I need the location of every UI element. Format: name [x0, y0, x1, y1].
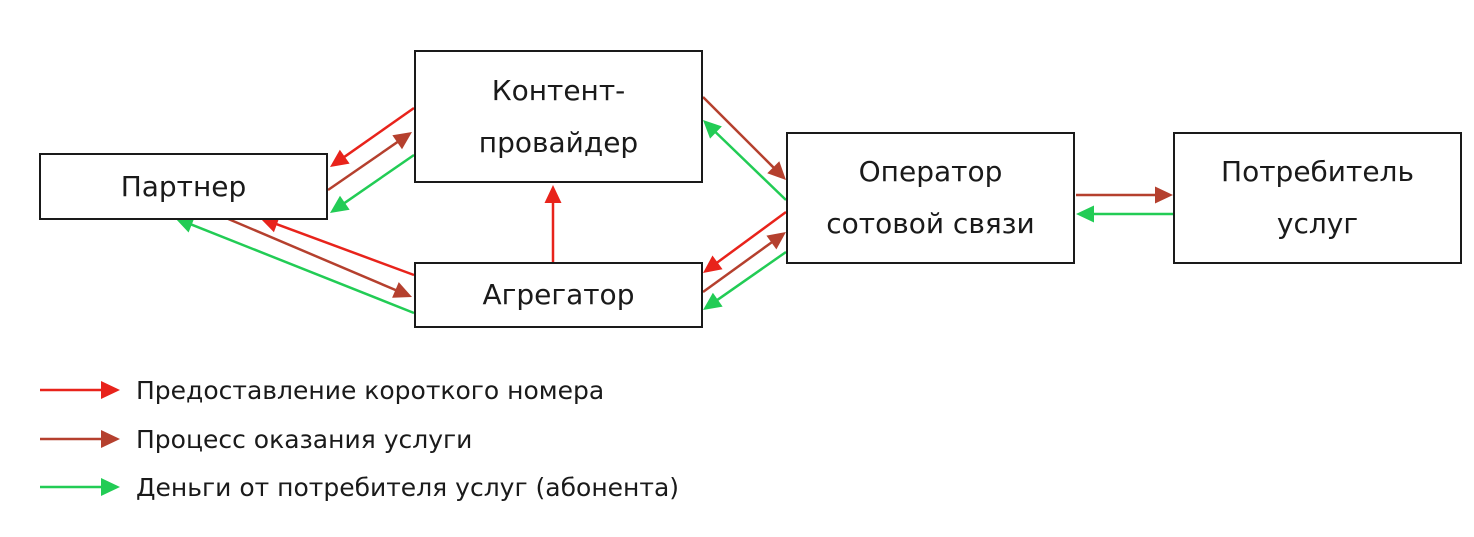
arrow-line — [715, 210, 787, 265]
arrow-head — [767, 161, 786, 180]
arrow-content-provider-to-partner-money — [330, 153, 415, 213]
node-aggregator: Агрегатор — [414, 262, 703, 328]
arrow-line — [713, 130, 787, 201]
legend-item-short-number: Предоставление короткого номера — [38, 375, 604, 405]
arrow-head — [1076, 205, 1094, 223]
arrow-head — [392, 282, 412, 298]
arrow-head — [330, 195, 350, 213]
arrow-aggregator-to-partner-money — [175, 216, 415, 315]
arrow-head — [330, 149, 350, 167]
arrow-line — [327, 140, 400, 192]
arrow-operator-to-aggregator-money — [703, 250, 787, 310]
arrow-operator-to-content-provider-money — [703, 120, 787, 201]
arrow-aggregator-to-content-provider-short-number — [544, 185, 562, 262]
arrow-partner-to-content-provider-service-process — [327, 132, 412, 192]
node-operator: Оператор сотовой связи — [786, 132, 1075, 264]
arrow-head — [703, 255, 723, 273]
arrow-aggregator-to-partner-short-number — [260, 216, 415, 277]
arrow-aggregator-to-operator-service-process — [702, 232, 786, 294]
legend-arrow-short-number-icon — [40, 381, 120, 399]
arrow-head — [703, 120, 722, 139]
legend-label-short-number: Предоставление короткого номера — [136, 375, 605, 405]
arrow-line — [715, 250, 787, 302]
arrow-line — [342, 153, 415, 205]
legend-item-service-process: Процесс оказания услуги — [38, 424, 472, 454]
legend-label-money: Деньги от потребителя услуг (абонента) — [136, 472, 680, 502]
legend-arrow-service-process-icon — [40, 430, 120, 448]
arrow-head — [1155, 186, 1173, 204]
arrow-operator-to-consumer-service-process — [1076, 186, 1173, 204]
arrow-line — [189, 222, 415, 315]
arrow-line — [225, 216, 398, 292]
arrow-head — [392, 132, 412, 150]
arrow-head — [703, 292, 723, 310]
arrow-content-provider-to-partner-short-number — [330, 106, 415, 167]
node-content-provider: Контент- провайдер — [414, 50, 703, 183]
legend-label-service-process: Процесс оказания услуги — [136, 424, 473, 454]
arrow-line — [702, 240, 774, 294]
node-consumer: Потребитель услуг — [1173, 132, 1462, 264]
arrow-consumer-to-operator-money — [1076, 205, 1173, 223]
arrow-line — [274, 222, 415, 277]
arrow-line — [702, 96, 776, 170]
arrow-content-provider-to-operator-service-process — [702, 96, 786, 180]
legend-item-money: Деньги от потребителя услуг (абонента) — [38, 472, 679, 502]
arrow-line — [342, 106, 415, 159]
node-partner: Партнер — [39, 153, 328, 220]
arrow-head — [544, 185, 562, 203]
arrow-operator-to-aggregator-short-number — [703, 210, 787, 273]
legend-arrow-money-icon — [40, 478, 120, 496]
arrow-partner-to-aggregator-service-process — [225, 216, 412, 298]
arrow-head — [175, 216, 195, 233]
arrow-head — [766, 232, 786, 250]
arrow-head — [260, 216, 280, 233]
